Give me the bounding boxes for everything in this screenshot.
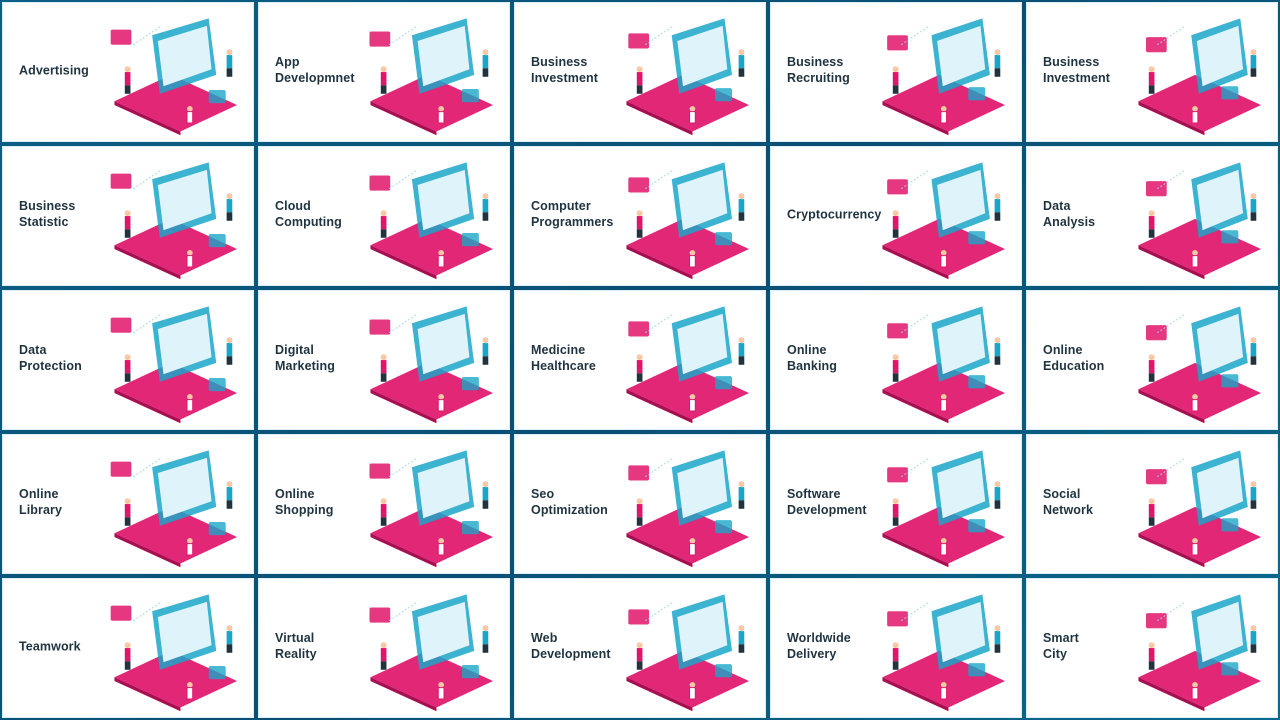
- vr-panorama-icon: [369, 594, 493, 712]
- tile-label: Virtual Reality: [275, 630, 317, 661]
- topic-tile[interactable]: Medicine Healthcare: [514, 290, 766, 430]
- tile-label: Data Analysis: [1043, 198, 1096, 229]
- tile-label: Software Development: [787, 486, 867, 517]
- magnifier-icon: [626, 450, 749, 568]
- tile-label: Cryptocurrency: [787, 207, 882, 222]
- megaphone-laptop-icon: [369, 306, 493, 424]
- topic-tile[interactable]: Business Statistic: [2, 146, 254, 286]
- tile-label: Business Statistic: [19, 198, 76, 229]
- monitor-icon: [626, 162, 749, 280]
- delivery-drone-icon: [882, 594, 1005, 712]
- tile-label: Online Library: [19, 486, 63, 517]
- dashboard-icon: [110, 162, 237, 280]
- topic-tile[interactable]: Web Development: [514, 578, 766, 718]
- tile-label: Advertising: [19, 63, 89, 78]
- tile-label: Online Education: [1043, 342, 1105, 373]
- megaphone-icon: [110, 18, 237, 136]
- tile-label: Medicine Healthcare: [531, 342, 596, 373]
- topic-tile[interactable]: Computer Programmers: [514, 146, 766, 286]
- tile-label: Web Development: [531, 630, 611, 661]
- topic-tile[interactable]: Advertising: [2, 2, 254, 142]
- crane-screen-icon: [882, 450, 1005, 568]
- tile-label: Business Recruiting: [787, 54, 850, 85]
- topic-tile[interactable]: Business Investment: [514, 2, 766, 142]
- topic-tile[interactable]: Teamwork: [2, 578, 254, 718]
- topic-tile[interactable]: Digital Marketing: [258, 290, 510, 430]
- topic-tile[interactable]: Data Protection: [2, 290, 254, 430]
- books-icon: [1138, 306, 1261, 424]
- topic-tile[interactable]: Business Recruiting: [770, 2, 1022, 142]
- tile-label: App Developmnet: [275, 54, 355, 85]
- topic-tile[interactable]: Online Shopping: [258, 434, 510, 574]
- tile-label: Computer Programmers: [531, 198, 614, 229]
- tile-label: Business Investment: [1043, 54, 1110, 85]
- topic-tile[interactable]: Social Network: [1026, 434, 1278, 574]
- topic-tile[interactable]: Data Analysis: [1026, 146, 1278, 286]
- tile-label: Cloud Computing: [275, 198, 342, 229]
- padlock-icon: [110, 306, 237, 424]
- rocket-icon: [1138, 18, 1261, 136]
- tile-label: Online Shopping: [275, 486, 334, 517]
- city-buildings-icon: [1138, 594, 1261, 712]
- topic-tile[interactable]: Smart City: [1026, 578, 1278, 718]
- tile-label: Worldwide Delivery: [787, 630, 851, 661]
- topic-tile[interactable]: Cloud Computing: [258, 146, 510, 286]
- tile-label: Seo Optimization: [531, 486, 608, 517]
- lightbulb-icon: [110, 594, 237, 712]
- topic-tile[interactable]: Software Development: [770, 434, 1022, 574]
- topic-tile[interactable]: Business Investment: [1026, 2, 1278, 142]
- topic-tile[interactable]: Cryptocurrency: [770, 146, 1022, 286]
- tile-label: Digital Marketing: [275, 342, 335, 373]
- topic-tile[interactable]: Worldwide Delivery: [770, 578, 1022, 718]
- social-phone-icon: [1138, 450, 1261, 568]
- banknotes-icon: [882, 306, 1005, 424]
- tile-label: Online Banking: [787, 342, 838, 373]
- microscope-icon: [626, 306, 749, 424]
- topic-tile[interactable]: Virtual Reality: [258, 578, 510, 718]
- topic-tile[interactable]: Online Education: [1026, 290, 1278, 430]
- piggy-bank-icon: [626, 18, 749, 136]
- cloud-icon: [369, 162, 493, 280]
- chip-icon: [1138, 162, 1261, 280]
- topic-tile[interactable]: Seo Optimization: [514, 434, 766, 574]
- tile-label: Smart City: [1043, 630, 1079, 661]
- topic-tile[interactable]: Online Library: [2, 434, 254, 574]
- smartphone-icon: [369, 18, 493, 136]
- drone-browser-icon: [626, 594, 749, 712]
- laptop-profile-icon: [882, 18, 1005, 136]
- crypto-diamond-icon: [882, 162, 1005, 280]
- topic-tile[interactable]: Online Banking: [770, 290, 1022, 430]
- tile-label: Data Protection: [19, 342, 82, 373]
- topic-tile[interactable]: App Developmnet: [258, 2, 510, 142]
- shopping-store-icon: [369, 450, 493, 568]
- tile-label: Business Investment: [531, 54, 598, 85]
- bookshelf-icon: [110, 450, 237, 568]
- tile-label: Social Network: [1043, 486, 1094, 517]
- tile-label: Teamwork: [19, 639, 81, 654]
